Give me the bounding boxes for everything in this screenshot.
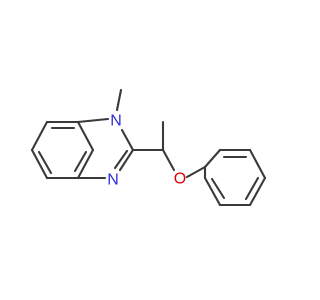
atom-labels: N N O xyxy=(107,113,186,189)
bond-inner xyxy=(37,150,53,175)
oxygen-atom-label: O xyxy=(174,171,186,188)
bond-lines xyxy=(30,88,267,207)
nitrogen-atom-label: N xyxy=(107,172,119,189)
bond xyxy=(30,120,49,152)
bond xyxy=(120,128,135,152)
bond xyxy=(185,165,207,179)
bond xyxy=(76,148,95,180)
bond xyxy=(115,88,123,112)
bond-double xyxy=(113,149,129,170)
bond xyxy=(248,176,267,207)
molecule-structure-diagram: N N O xyxy=(30,88,267,207)
structure-canvas: N N O xyxy=(30,88,267,207)
bond-inner xyxy=(73,150,88,173)
bond xyxy=(203,176,222,207)
bond xyxy=(30,148,49,180)
bond-inner xyxy=(210,177,226,200)
nitrogen-atom-label: N xyxy=(110,113,122,130)
bond xyxy=(248,148,267,180)
bond xyxy=(76,120,95,152)
bond xyxy=(118,148,135,172)
bond xyxy=(161,148,176,172)
bond xyxy=(203,148,222,169)
bond xyxy=(76,117,110,124)
bond-inner xyxy=(244,176,260,201)
